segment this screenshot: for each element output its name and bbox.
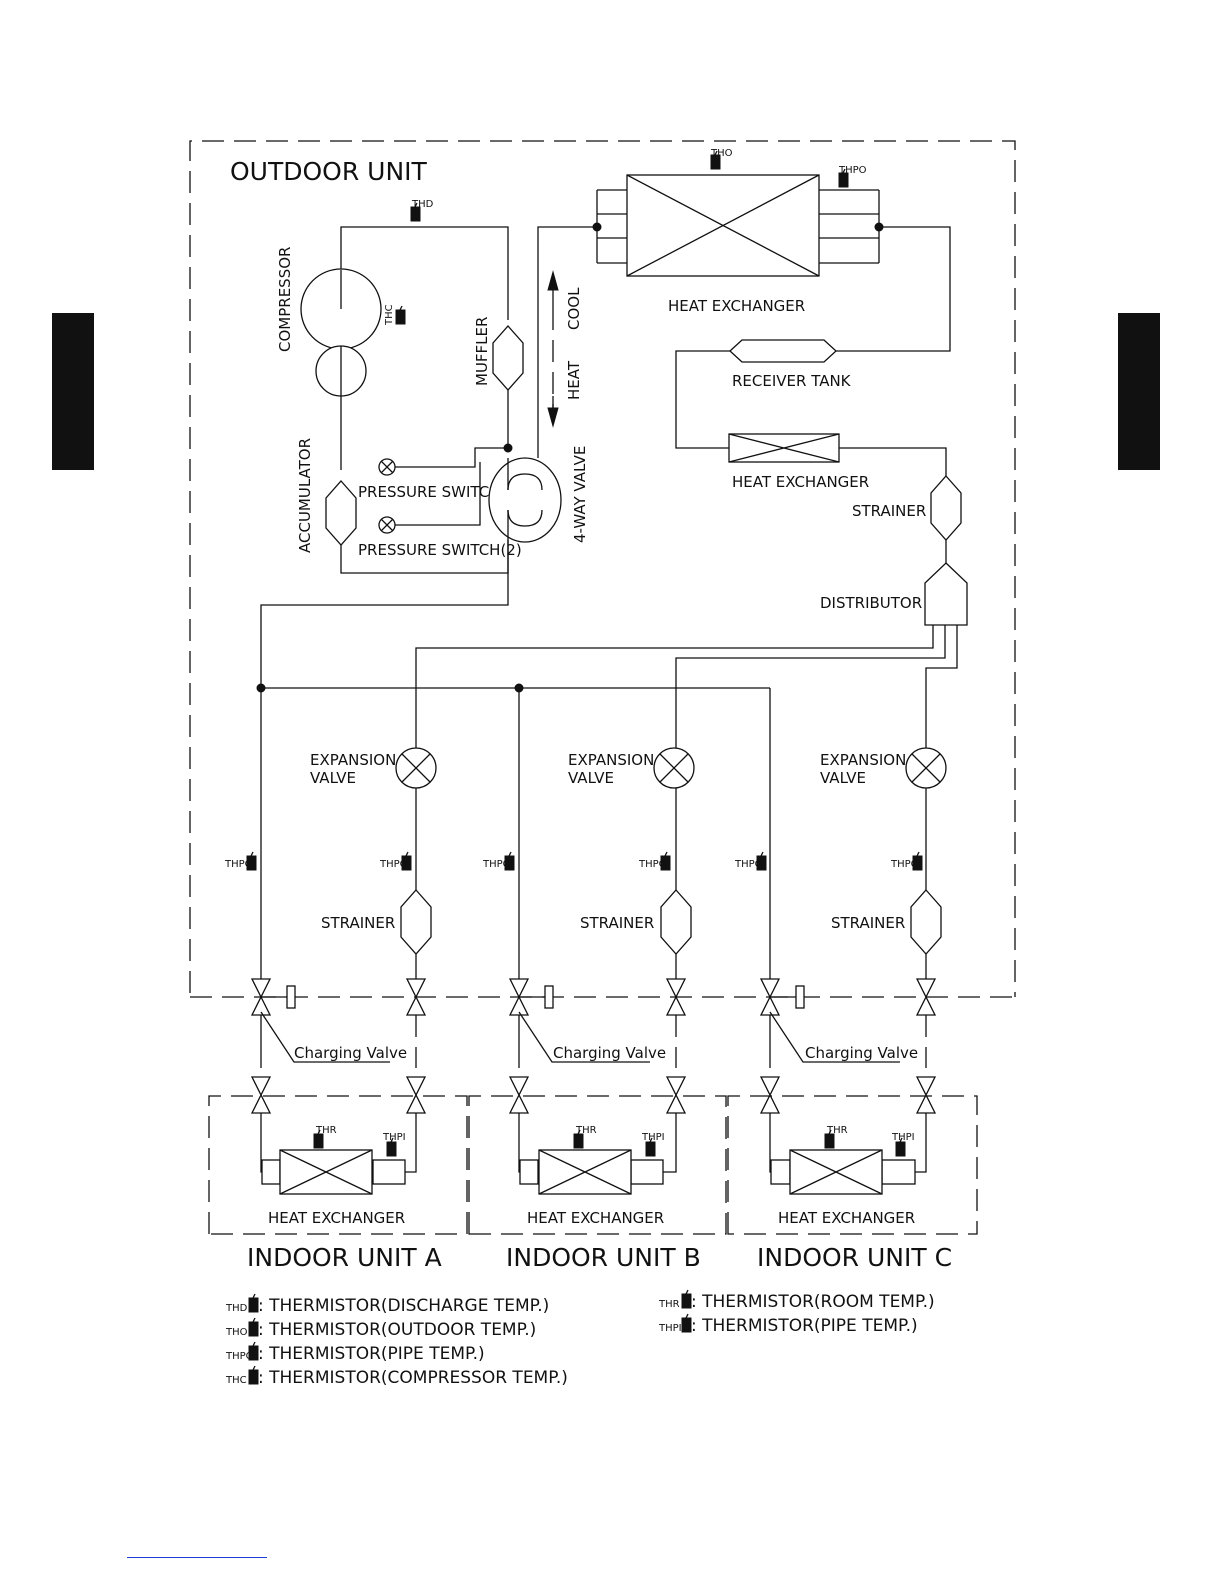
legend-text-indoor-pipe: : THERMISTOR(PIPE TEMP.) — [691, 1316, 918, 1336]
compressor-sensor-icon — [395, 305, 406, 325]
expansion-valve-c-label-1: EXPANSION — [820, 751, 906, 769]
legend-tag-room: THR — [658, 1299, 680, 1310]
branch-strainer-c-label: STRAINER — [831, 914, 905, 932]
gas-pipe-sensor-a-tag: THPO — [224, 859, 253, 870]
legend-left: THD : THERMISTOR(DISCHARGE TEMP.) THO : … — [225, 1293, 568, 1388]
outdoor-pipe-sensor-tag: THPO — [838, 165, 867, 176]
expansion-valve-a-symbol — [395, 747, 437, 789]
outdoor-heat-exchanger-label: HEAT EXCHANGER — [668, 297, 805, 315]
branch-b: EXPANSION VALVE THPO THPO STRAINER Charg… — [482, 690, 695, 1114]
accumulator-symbol — [325, 480, 357, 546]
liquid-pipe-sensor-c-tag: THPO — [890, 859, 919, 870]
receiver-tank-label: RECEIVER TANK — [732, 372, 852, 390]
compressor-sensor-tag: THC — [384, 304, 395, 326]
legend-tag-outdoor: THO — [225, 1327, 248, 1338]
cool-label: COOL — [565, 287, 583, 330]
outdoor-air-sensor-tag: THO — [710, 148, 733, 159]
indoor-pipe-sensor-a-tag: THPI — [382, 1132, 406, 1143]
expansion-valve-b-symbol — [653, 747, 695, 789]
branch-strainer-b-symbol — [660, 889, 692, 955]
indoor-unit-b: THR THPI HEAT EXCHANGER INDOOR UNIT B — [468, 1095, 727, 1272]
room-sensor-a-tag: THR — [315, 1125, 337, 1136]
liquid-stop-valve-b — [666, 1076, 686, 1114]
branch-strainer-a-symbol — [400, 889, 432, 955]
muffler-label: MUFFLER — [473, 317, 491, 386]
indoor-unit-c-title: INDOOR UNIT C — [757, 1243, 952, 1272]
legend-tag-indoor-pipe: THPI — [658, 1323, 682, 1334]
indoor-unit-b-title: INDOOR UNIT B — [506, 1243, 701, 1272]
heat-label: HEAT — [565, 360, 583, 400]
indoor-unit-a-title: INDOOR UNIT A — [247, 1243, 442, 1272]
pressure-switch-1-label: PRESSURE SWITCH(1) — [358, 483, 522, 501]
legend-text-compressor: : THERMISTOR(COMPRESSOR TEMP.) — [258, 1368, 568, 1388]
compressor-label: COMPRESSOR — [276, 247, 294, 352]
indoor-heat-exchanger-a-symbol — [279, 1149, 373, 1195]
room-sensor-b-tag: THR — [575, 1125, 597, 1136]
indoor-heat-exchanger-b-symbol — [538, 1149, 632, 1195]
indoor-pipe-sensor-b-tag: THPI — [641, 1132, 665, 1143]
main-strainer-symbol — [930, 475, 962, 541]
charging-valve-a-label: Charging Valve — [294, 1044, 407, 1062]
gas-stop-valve-b — [509, 1076, 529, 1114]
liquid-pipe-sensor-b-tag: THPO — [638, 859, 667, 870]
distributor-label: DISTRIBUTOR — [820, 594, 922, 612]
legend-text-pipe: : THERMISTOR(PIPE TEMP.) — [258, 1344, 485, 1364]
legend-text-outdoor: : THERMISTOR(OUTDOOR TEMP.) — [258, 1320, 536, 1340]
footer-rule — [127, 1557, 267, 1558]
main-strainer-label: STRAINER — [852, 502, 926, 520]
muffler-symbol — [492, 325, 524, 391]
gas-pipe-sensor-c-tag: THPO — [734, 859, 763, 870]
expansion-valve-c-label-2: VALVE — [820, 769, 866, 787]
charging-port-b — [544, 985, 554, 1009]
gas-stop-valve-c — [760, 1076, 780, 1114]
distributor-symbol — [924, 562, 968, 626]
discharge-sensor-tag: THD — [411, 199, 434, 210]
left-section-tab — [52, 313, 94, 470]
indoor-unit-c: THR THPI HEAT EXCHANGER INDOOR UNIT C — [727, 1095, 978, 1272]
legend-right: THR : THERMISTOR(ROOM TEMP.) THPI : THER… — [658, 1289, 935, 1336]
charging-port-c — [795, 985, 805, 1009]
branch-strainer-b-label: STRAINER — [580, 914, 654, 932]
expansion-valve-b-label-1: EXPANSION — [568, 751, 654, 769]
indoor-unit-a: THR THPI HEAT EXCHANGER INDOOR UNIT A — [208, 1095, 468, 1272]
expansion-valve-b-label-2: VALVE — [568, 769, 614, 787]
gas-stop-valve-a — [251, 1076, 271, 1114]
four-way-valve-symbol — [488, 457, 562, 543]
legend-tag-compressor: THC — [225, 1375, 247, 1386]
branch-c: EXPANSION VALVE THPO THPO STRAINER Charg… — [734, 688, 947, 1114]
charging-port-a — [286, 985, 296, 1009]
indoor-heat-exchanger-c-symbol — [789, 1149, 883, 1195]
legend-text-room: : THERMISTOR(ROOM TEMP.) — [691, 1292, 935, 1312]
branch-strainer-a-label: STRAINER — [321, 914, 395, 932]
indoor-heat-exchanger-c-label: HEAT EXCHANGER — [778, 1209, 915, 1227]
liquid-pipe-sensor-a-tag: THPO — [379, 859, 408, 870]
legend-text-discharge: : THERMISTOR(DISCHARGE TEMP.) — [258, 1296, 549, 1316]
room-sensor-c-tag: THR — [826, 1125, 848, 1136]
expansion-valve-a-label-1: EXPANSION — [310, 751, 396, 769]
receiver-tank-symbol — [729, 339, 837, 363]
expansion-valve-c-symbol — [905, 747, 947, 789]
outdoor-unit-title: OUTDOOR UNIT — [230, 157, 428, 186]
indoor-heat-exchanger-b-label: HEAT EXCHANGER — [527, 1209, 664, 1227]
outdoor-unit-boundary — [189, 140, 1016, 997]
indoor-heat-exchanger-a-label: HEAT EXCHANGER — [268, 1209, 405, 1227]
charging-valve-b-label: Charging Valve — [553, 1044, 666, 1062]
right-section-tab — [1118, 313, 1160, 470]
gas-pipe-sensor-b-tag: THPO — [482, 859, 511, 870]
branch-strainer-c-symbol — [910, 889, 942, 955]
expansion-valve-a-label-2: VALVE — [310, 769, 356, 787]
liquid-stop-valve-a — [406, 1076, 426, 1114]
charging-valve-c-label: Charging Valve — [805, 1044, 918, 1062]
pressure-switch-2-label: PRESSURE SWITCH(2) — [358, 541, 522, 559]
liquid-stop-valve-c — [916, 1076, 936, 1114]
sub-heat-exchanger-label: HEAT EXCHANGER — [732, 473, 869, 491]
branch-a: EXPANSION VALVE THPO THPO STRAINER Charg… — [224, 690, 437, 1114]
indoor-pipe-sensor-c-tag: THPI — [891, 1132, 915, 1143]
accumulator-label: ACCUMULATOR — [296, 438, 314, 553]
legend-tag-discharge: THD — [225, 1303, 248, 1314]
four-way-valve-label: 4-WAY VALVE — [571, 446, 589, 543]
legend-tag-pipe: THPO — [225, 1351, 254, 1362]
